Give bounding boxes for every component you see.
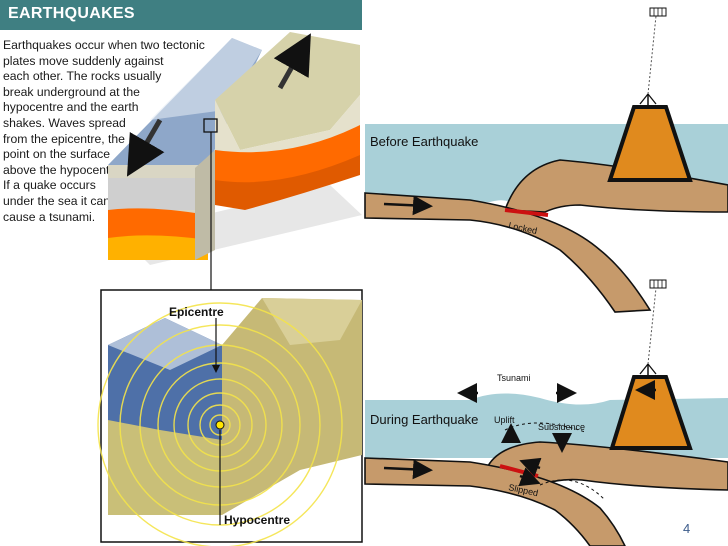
volcano — [609, 375, 693, 450]
intro-line: under the sea it can — [3, 193, 111, 208]
during-title: During Earthquake — [370, 412, 478, 427]
plate-motion-arrow — [383, 459, 433, 480]
intro-line: hypocentre and the earth — [3, 100, 139, 115]
right-block-top — [215, 32, 360, 150]
hypocentre-label: Hypocentre — [224, 513, 290, 527]
intro-line: from the epicentre, the — [3, 131, 125, 146]
header-bar — [0, 0, 362, 30]
intro-line: break underground at the — [3, 84, 140, 99]
inset-panel: Epicentre Hypocentre — [97, 289, 363, 546]
intro-text: Earthquakes occur when two tectonic plat… — [3, 38, 205, 225]
tsunami-label: Tsunami — [497, 373, 531, 383]
intro-line: plates move suddenly against — [3, 53, 164, 68]
intro-line: above the hypocentre. — [3, 162, 124, 177]
during-earthquake-panel: During Earthquake Tsunami Uplift Subside… — [364, 279, 728, 546]
satellite-icon — [649, 279, 667, 289]
subsidence-label: Subsidence — [538, 422, 585, 432]
epicentre-marker — [212, 365, 220, 373]
page-number: 4 — [683, 521, 691, 536]
before-earthquake-panel: Before Earthquake Locked — [364, 7, 728, 313]
epicentre-label: Epicentre — [169, 305, 224, 319]
intro-line: If a quake occurs — [3, 178, 96, 193]
plate-motion-arrow — [383, 195, 433, 216]
uplift-label: Uplift — [494, 415, 515, 425]
hypocentre-marker — [215, 420, 225, 430]
intro-line: shakes. Waves spread — [3, 115, 126, 130]
fault-block-illustration — [108, 32, 362, 290]
before-title: Before Earthquake — [370, 134, 478, 149]
satellite-icon — [649, 7, 667, 17]
volcano — [607, 105, 693, 182]
intro-line: point on the surface — [3, 147, 111, 162]
intro-line: each other. The rocks usually — [3, 69, 162, 84]
intro-line: Earthquakes occur when two tectonic — [3, 38, 205, 52]
page-title: EARTHQUAKES — [8, 5, 135, 22]
locked-fault — [504, 208, 549, 217]
intro-line: cause a tsunami. — [3, 209, 96, 224]
